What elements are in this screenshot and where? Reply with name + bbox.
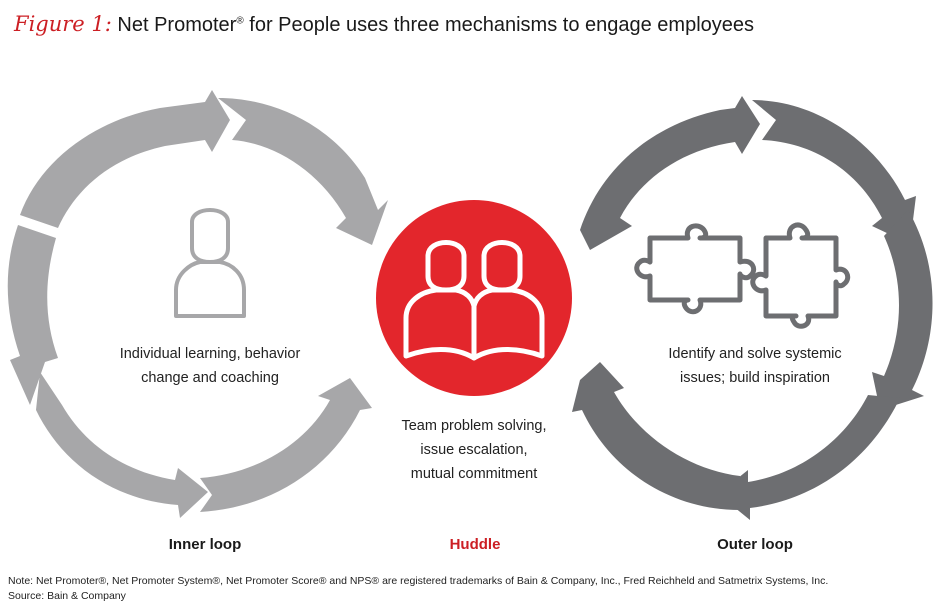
- source-note: Source: Bain & Company: [8, 590, 126, 602]
- huddle-description: Team problem solving, issue escalation, …: [364, 414, 584, 486]
- inner-arrow-left: [7, 225, 58, 405]
- notes: Note: Net Promoter®, Net Promoter System…: [8, 574, 828, 604]
- inner-loop-ring: [7, 90, 388, 518]
- figure-heading-rest: for People uses three mechanisms to enga…: [243, 14, 755, 36]
- inner-desc-line2: change and coaching: [141, 370, 279, 386]
- inner-arrow-top: [20, 90, 230, 228]
- person-icon: [174, 208, 246, 318]
- inner-arrow-lower-right: [200, 378, 372, 512]
- outer-desc-line2: issues; build inspiration: [680, 370, 830, 386]
- huddle-label: Huddle: [449, 536, 501, 553]
- outer-arrow-lower-right: [718, 395, 900, 520]
- trademark-note: Note: Net Promoter®, Net Promoter System…: [8, 575, 829, 587]
- outer-loop-ring: [572, 96, 933, 520]
- outer-arrow-top-right: [752, 100, 916, 244]
- inner-loop-label: Inner loop: [168, 536, 242, 553]
- inner-arrow-lower-left: [36, 372, 208, 518]
- outer-desc-line1: Identify and solve systemic: [668, 346, 842, 362]
- inner-loop-description: Individual learning, behavior change and…: [80, 342, 340, 390]
- puzzle-pieces-icon: [634, 222, 851, 329]
- outer-loop-description: Identify and solve systemic issues; buil…: [620, 342, 890, 390]
- outer-loop-label: Outer loop: [717, 536, 793, 553]
- huddle-desc-line3: mutual commitment: [410, 466, 538, 482]
- outer-arrow-lower-left: [572, 362, 740, 510]
- inner-desc-line1: Individual learning, behavior: [119, 346, 301, 362]
- huddle-desc-line1: Team problem solving,: [401, 418, 547, 434]
- registered-mark: ®: [236, 15, 244, 27]
- outer-arrow-top-left: [580, 96, 760, 250]
- figure-label: Figure 1:: [14, 12, 112, 36]
- outer-arrow-right: [872, 210, 933, 410]
- inner-arrow-upper-right: [218, 98, 388, 245]
- two-people-icon: [403, 240, 545, 361]
- figure-title: Figure 1: Net Promoter® for People uses …: [14, 12, 754, 37]
- huddle-circle: [376, 200, 572, 396]
- figure-heading-main: Net Promoter: [117, 14, 237, 36]
- huddle-desc-line2: issue escalation,: [420, 442, 528, 458]
- figure-heading: Net Promoter® for People uses three mech…: [117, 14, 754, 36]
